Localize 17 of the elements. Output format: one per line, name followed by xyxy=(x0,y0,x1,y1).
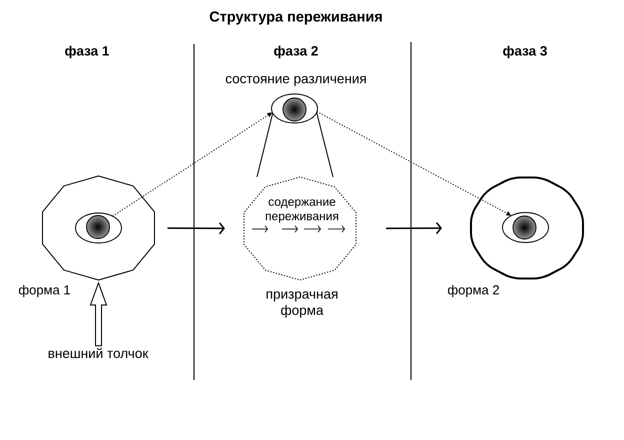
node-label: призрачная форма xyxy=(266,291,338,318)
node-label: форма 2 xyxy=(448,284,499,298)
connector-line xyxy=(256,112,274,178)
text-label: внешний толчок xyxy=(48,348,148,358)
eye-symbol xyxy=(75,212,122,244)
hollow-arrow xyxy=(90,282,108,346)
title: Структура переживания xyxy=(210,11,382,25)
column-heading: фаза 3 xyxy=(503,46,547,58)
arrow xyxy=(168,222,225,234)
eye-symbol xyxy=(502,212,549,243)
connector-line xyxy=(316,112,334,178)
arrow xyxy=(386,222,442,234)
column-heading: фаза 2 xyxy=(274,46,318,58)
column-heading: фаза 1 xyxy=(65,46,109,58)
node-label: состояние различения xyxy=(226,76,366,86)
node-label: содержание переживания xyxy=(266,199,338,223)
node-label: форма 1 xyxy=(18,284,70,298)
